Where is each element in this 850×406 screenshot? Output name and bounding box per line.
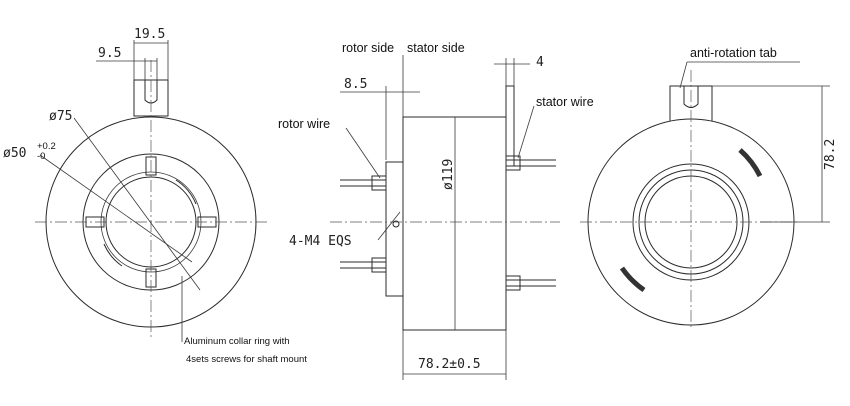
label-stator-side: stator side bbox=[407, 41, 465, 55]
dim-8-5: 8.5 bbox=[344, 77, 367, 92]
label-rotor-wire: rotor wire bbox=[278, 117, 330, 131]
housing-body bbox=[402, 116, 507, 331]
collar-note-line2: 4sets screws for shaft mount bbox=[186, 354, 307, 365]
dim-50-tol-lower: -0 bbox=[37, 151, 45, 162]
rotor-flange bbox=[385, 161, 404, 297]
side-view bbox=[330, 55, 560, 380]
dim-diameter-119: ø119 bbox=[441, 159, 456, 190]
stator-wires bbox=[505, 155, 556, 291]
dim-19-5: 19.5 bbox=[134, 27, 165, 42]
rotor-wires bbox=[340, 175, 387, 273]
dim-50-tol-upper: +0.2 bbox=[37, 141, 56, 152]
dim-diameter-50: ø50 bbox=[3, 146, 26, 161]
left-end-view bbox=[35, 40, 270, 342]
dim-length-78-2: 78.2±0.5 bbox=[418, 357, 481, 372]
dim-diameter-75: ø75 bbox=[49, 109, 72, 124]
dim-9-5: 9.5 bbox=[98, 46, 121, 61]
label-anti-rotation-tab: anti-rotation tab bbox=[690, 46, 777, 60]
right-end-view bbox=[580, 61, 830, 330]
label-rotor-side: rotor side bbox=[342, 41, 394, 55]
label-stator-wire: stator wire bbox=[536, 95, 594, 109]
dim-4: 4 bbox=[536, 55, 544, 70]
stator-tab bbox=[505, 85, 515, 167]
dim-4-m4-eqs: 4-M4 EQS bbox=[289, 234, 352, 249]
collar-note-line1: Aluminum collar ring with bbox=[184, 336, 290, 347]
dim-78-2: 78.2 bbox=[823, 139, 838, 170]
